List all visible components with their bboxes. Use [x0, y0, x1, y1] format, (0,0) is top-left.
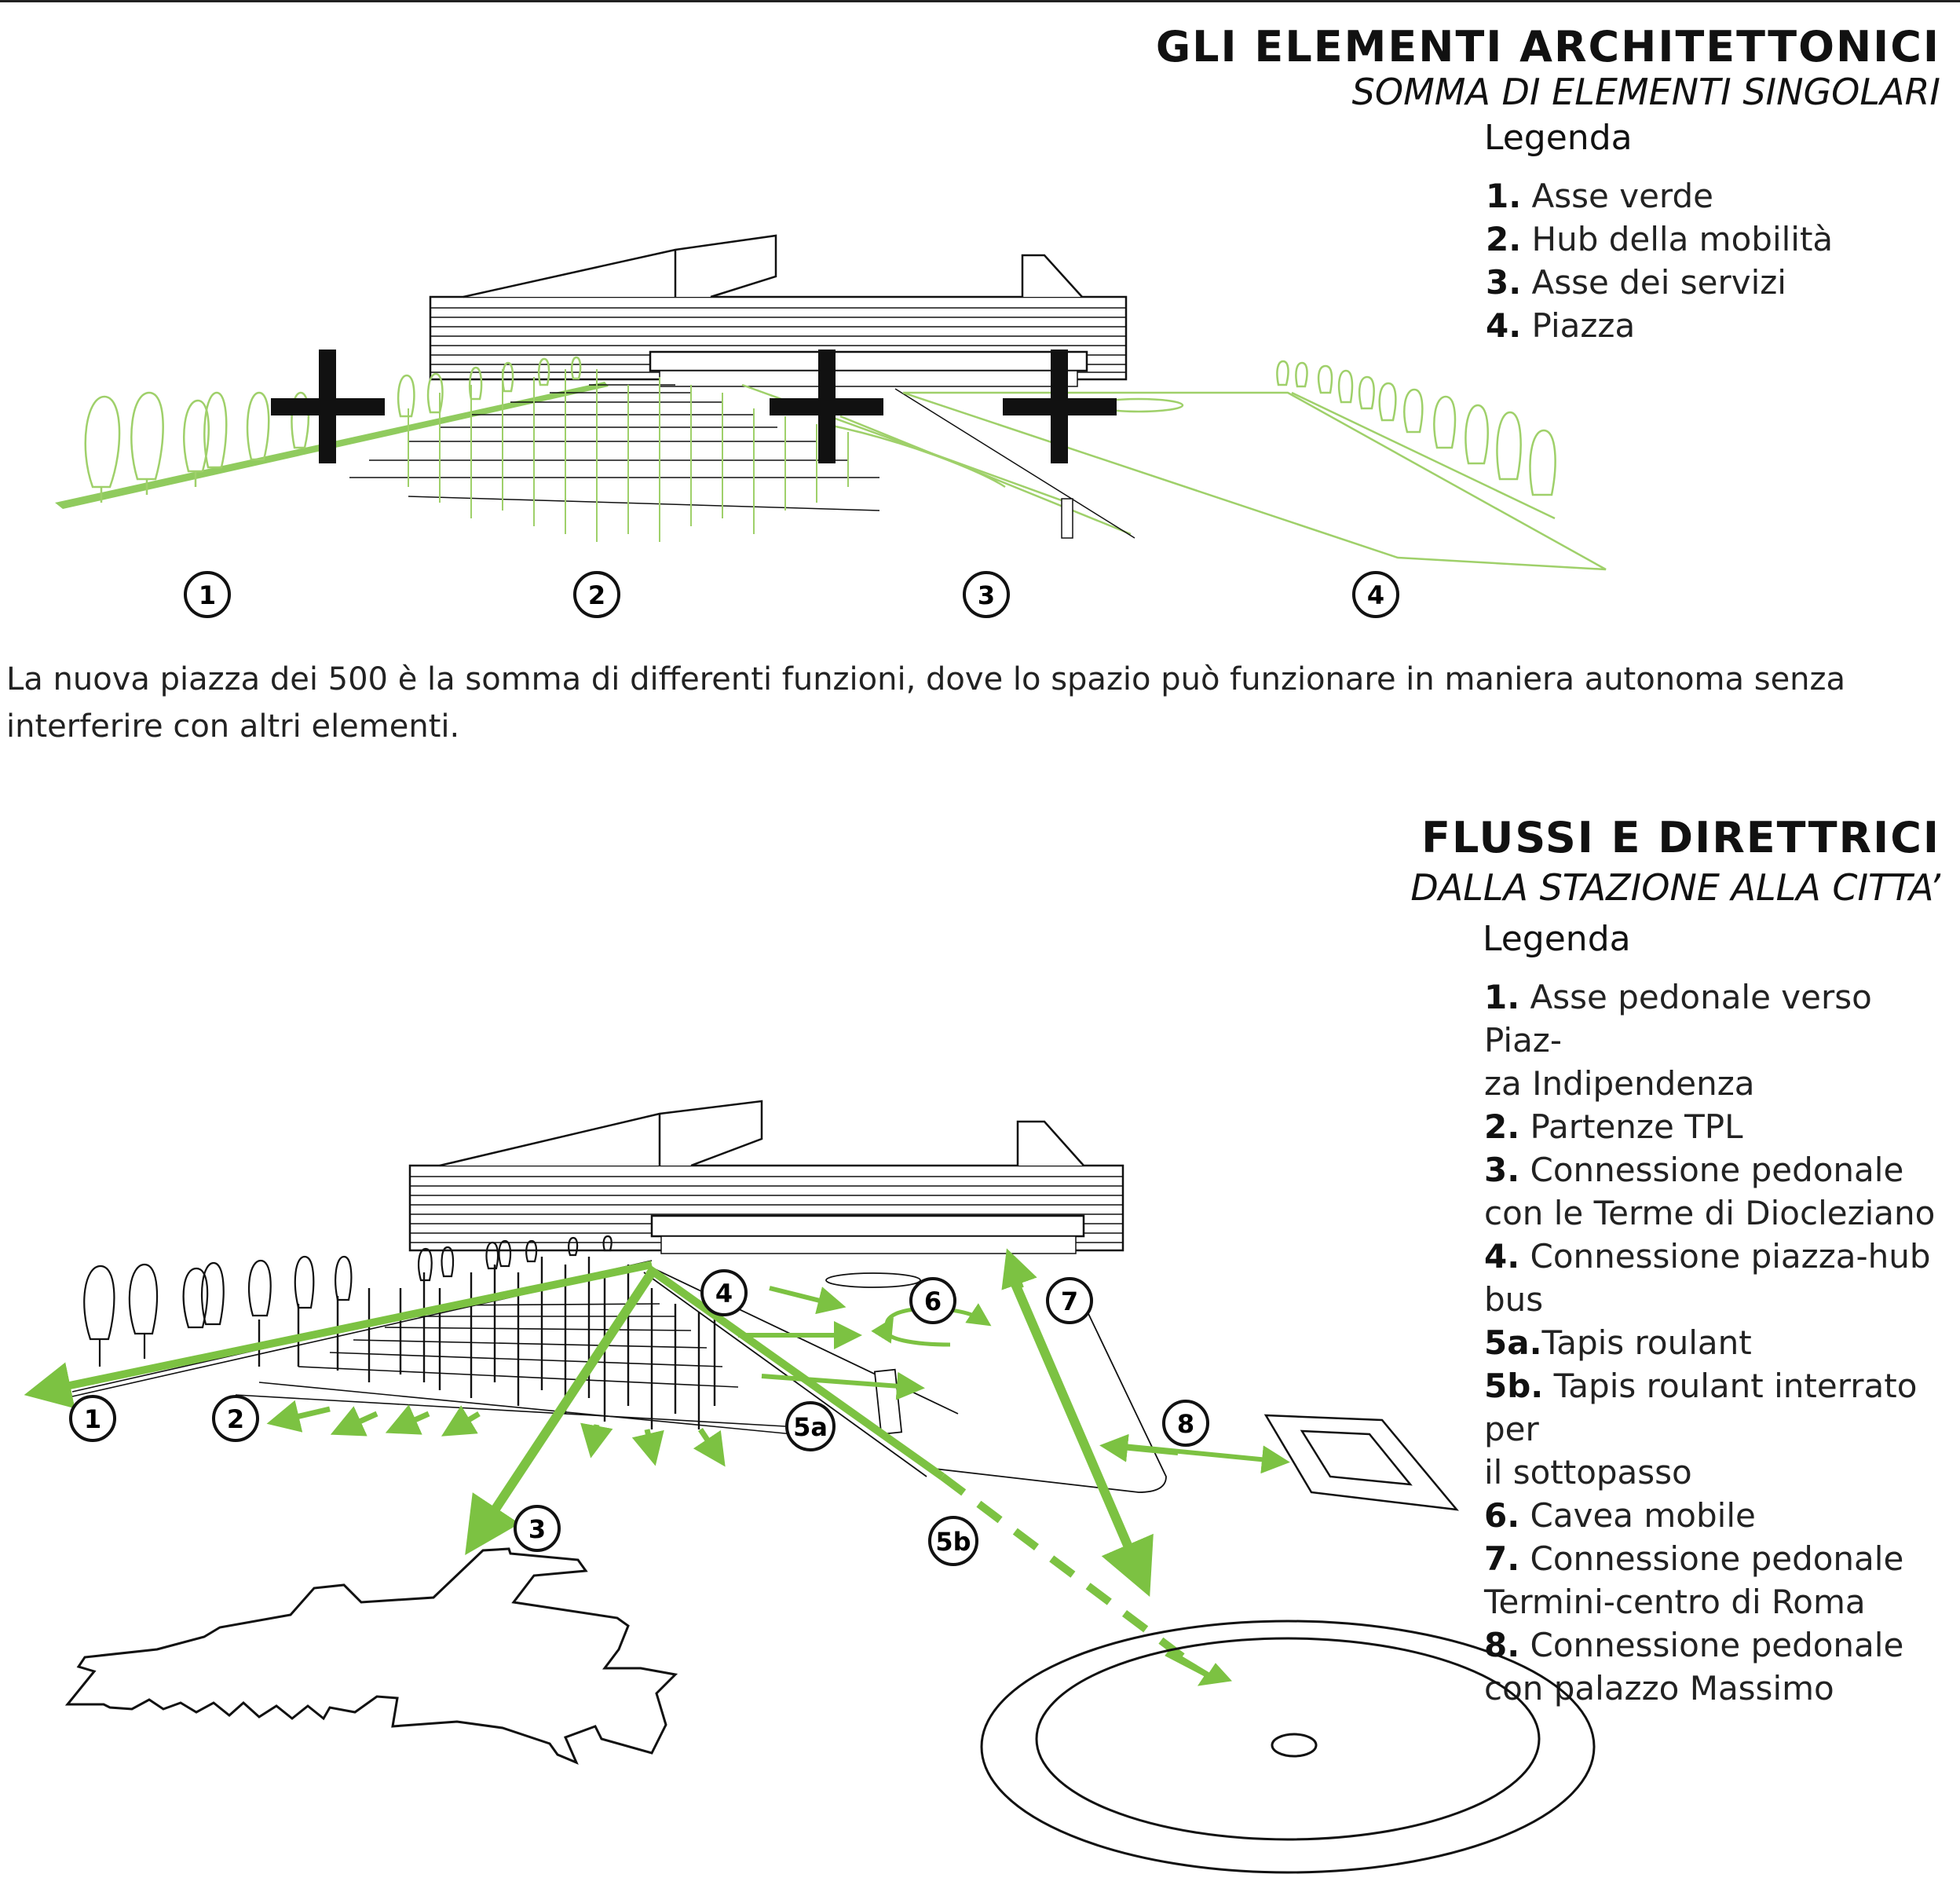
svg-text:4: 4: [1367, 580, 1384, 610]
palazzo-massimo: [1263, 1414, 1459, 1511]
plus-icon: [271, 350, 385, 463]
svg-text:8: 8: [1177, 1409, 1194, 1439]
legend-item: con palazzo Massimo: [1484, 1669, 1834, 1707]
station-building: [429, 234, 1128, 387]
legend-item: 3. Asse dei servizi: [1486, 263, 1786, 302]
legend-item: 4. Connessione piazza-hub: [1484, 1237, 1931, 1276]
marker-5a: 5a: [785, 1401, 836, 1451]
svg-text:3: 3: [528, 1514, 546, 1544]
marker-2: 2: [212, 1395, 259, 1442]
svg-text:5b: 5b: [935, 1527, 971, 1557]
marker-7: 7: [1046, 1277, 1093, 1324]
legend-item: za Indipendenza: [1484, 1064, 1755, 1103]
piazza: [902, 360, 1607, 571]
section2-subtitle: DALLA STAZIONE ALLA CITTA’: [1410, 866, 1940, 909]
top-rule: [0, 0, 1960, 2]
legend-item: 1. Asse pedonale verso Piaz-: [1484, 978, 1872, 1060]
service-axis: [643, 1265, 1167, 1493]
legend-item: bus: [1484, 1280, 1544, 1319]
svg-text:1: 1: [199, 580, 216, 610]
svg-text:4: 4: [715, 1279, 733, 1309]
legend-item: 1. Asse verde: [1486, 177, 1713, 215]
legend-item: 6. Cavea mobile: [1484, 1496, 1756, 1535]
tree-row: [83, 1235, 612, 1367]
legend-item: con le Terme di Diocleziano: [1484, 1194, 1936, 1232]
legend-item: 3. Connessione pedonale: [1484, 1151, 1904, 1189]
marker-5b: 5b: [928, 1516, 978, 1566]
section2-legend: 1. Asse pedonale verso Piaz- za Indipend…: [1484, 975, 1960, 1710]
plus-icon: [1003, 350, 1117, 463]
legend-item: 5b. Tapis roulant interrato per: [1484, 1367, 1918, 1448]
services-axis: [741, 383, 1135, 539]
legend-item: Termini-centro di Roma: [1484, 1583, 1866, 1621]
section1-title: GLI ELEMENTI ARCHITETTONICI: [1155, 22, 1940, 71]
svg-text:5a: 5a: [793, 1412, 828, 1442]
marker-3: 3: [514, 1505, 561, 1552]
legend-item: 4. Piazza: [1486, 306, 1636, 345]
station-building: [408, 1100, 1124, 1254]
marker-1: 1: [69, 1395, 116, 1442]
marker-8: 8: [1162, 1400, 1209, 1447]
marker-6: 6: [909, 1277, 956, 1324]
section1-subtitle: SOMMA DI ELEMENTI SINGOLARI: [1351, 71, 1940, 113]
diagram-architectural-elements: 1 2 3 4: [55, 234, 1607, 618]
svg-text:2: 2: [227, 1404, 244, 1434]
flow-arrows: [24, 1248, 1290, 1686]
section2-legend-title: Legenda: [1483, 919, 1631, 959]
legend-item: 8. Connessione pedonale: [1484, 1626, 1904, 1664]
svg-text:1: 1: [84, 1404, 101, 1434]
legend-item: 2. Partenze TPL: [1484, 1107, 1743, 1146]
section1-legend: 1. Asse verde 2. Hub della mobilità 3. A…: [1486, 174, 1833, 347]
mobility-hub: [349, 369, 880, 542]
legend-item: 5a.Tapis roulant: [1484, 1323, 1752, 1362]
svg-text:6: 6: [924, 1287, 942, 1316]
terme-outline: [64, 1547, 678, 1765]
section1-legend-title: Legenda: [1484, 118, 1633, 158]
legend-item: 7. Connessione pedonale: [1484, 1539, 1904, 1578]
svg-text:2: 2: [588, 580, 605, 610]
marker-4: 4: [700, 1269, 748, 1316]
legend-item: il sottopasso: [1484, 1453, 1692, 1492]
hub-platforms: [71, 1257, 794, 1435]
legend-item: 2. Hub della mobilità: [1486, 220, 1834, 258]
section2-title: FLUSSI E DIRETTRICI: [1421, 813, 1940, 862]
svg-text:3: 3: [978, 580, 995, 610]
description-paragraph: La nuova piazza dei 500 è la somma di di…: [6, 661, 1846, 745]
svg-text:7: 7: [1061, 1287, 1078, 1316]
marker-2: 2: [573, 571, 620, 618]
marker-4: 4: [1352, 571, 1399, 618]
marker-3: 3: [963, 571, 1010, 618]
marker-1: 1: [184, 571, 231, 618]
plus-icon: [770, 350, 883, 463]
